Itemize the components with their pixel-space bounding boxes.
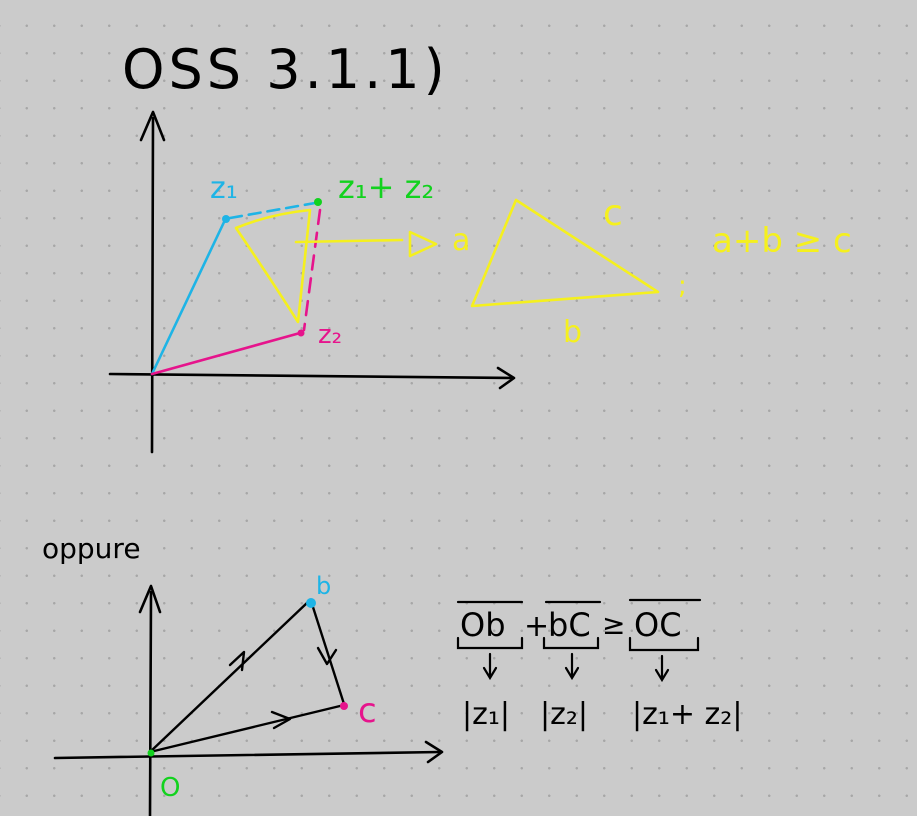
ob-vector	[148, 600, 310, 754]
point-c	[340, 702, 348, 710]
point-c-label: c	[358, 691, 377, 731]
triangle-inequality: a+b ≥ c	[712, 221, 852, 261]
implies-arrow	[294, 238, 404, 244]
top-axes	[108, 110, 516, 454]
sum-label: z₁+ z₂	[338, 168, 434, 206]
point-b-label: b	[316, 572, 331, 600]
y-axis-bottom	[148, 590, 153, 816]
page-title: OSS 3.1.1)	[122, 38, 449, 101]
bottom-axes	[53, 584, 444, 816]
term-bc: bC	[548, 606, 591, 644]
mapped-sum: |z₁+ z₂|	[632, 697, 742, 732]
sum-point	[314, 198, 322, 206]
z1-point	[222, 215, 230, 223]
z1-dashed-translate	[228, 201, 317, 220]
intro-word: oppure	[42, 532, 141, 565]
point-b	[306, 598, 316, 608]
z1-vector	[150, 218, 227, 376]
side-c-label: c	[603, 193, 623, 234]
mapped-z1: |z₁|	[462, 697, 510, 732]
map-arrow-1	[482, 652, 498, 681]
term-geq: ≥	[602, 608, 625, 641]
term-plus: +	[524, 609, 549, 644]
z2-label: z₂	[318, 320, 342, 350]
bc-arrow-mark	[316, 646, 338, 666]
y-axis-bottom-arrowhead	[138, 584, 162, 614]
x-axis-bottom-arrowhead	[424, 740, 444, 764]
segment-inequality	[456, 598, 702, 683]
triangle-separator: ;	[678, 271, 687, 301]
x-axis-arrowhead	[496, 366, 516, 390]
x-axis-bottom	[53, 750, 442, 760]
brace-bc	[542, 636, 600, 650]
z2-point	[297, 329, 305, 337]
bottom-vectors	[148, 600, 346, 754]
oc-vector	[148, 704, 342, 754]
oc-arrow-mark	[270, 710, 292, 730]
z1-label: z₁	[210, 171, 238, 206]
map-arrow-3	[654, 654, 670, 683]
ob-arrow-mark	[228, 650, 246, 672]
z2-vector	[150, 331, 302, 376]
mapped-z2: |z₂|	[540, 697, 588, 732]
x-axis	[108, 372, 514, 380]
side-b-label: b	[563, 315, 582, 350]
bc-vector	[310, 602, 346, 706]
brace-ob	[456, 636, 524, 650]
origin-label: O	[160, 773, 180, 803]
highlight-triangle	[234, 208, 312, 324]
map-arrow-2	[564, 652, 580, 681]
abc-triangle	[470, 198, 660, 308]
term-oc: OC	[634, 606, 682, 644]
y-axis-arrowhead	[139, 110, 166, 142]
brace-oc	[628, 636, 700, 652]
y-axis	[150, 116, 155, 454]
z2-dashed-translate	[302, 208, 322, 332]
side-a-label: a	[452, 223, 470, 258]
origin-point	[147, 749, 155, 757]
implies-arrowhead	[408, 230, 438, 258]
term-ob: Ob	[460, 606, 506, 644]
